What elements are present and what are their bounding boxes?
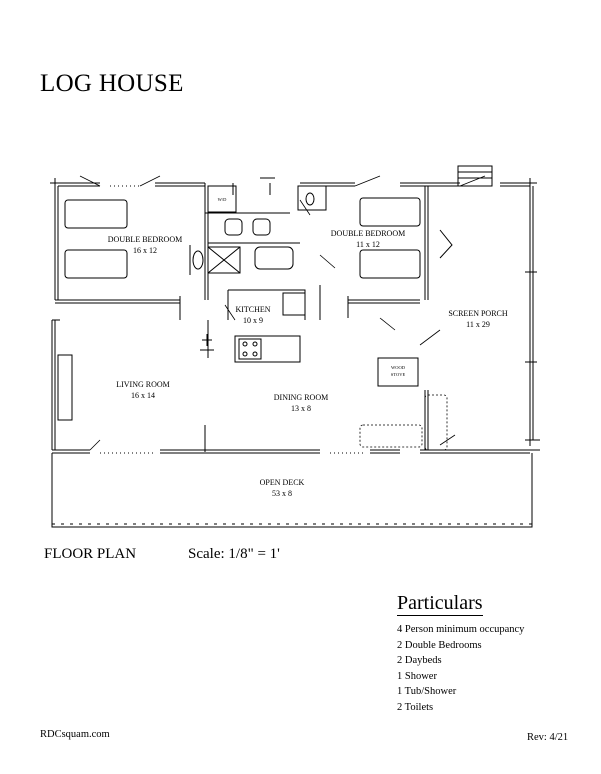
- bathroom-core: [189, 177, 327, 300]
- room-size-open-deck: 53 x 8: [272, 489, 292, 498]
- log-corner-marks: [50, 178, 537, 446]
- website-link[interactable]: RDCsquam.com: [40, 729, 110, 740]
- list-item: 4 Person minimum occupancy: [397, 624, 525, 635]
- list-item: 2 Daybeds: [397, 655, 442, 666]
- porch-daybeds: [359, 394, 448, 451]
- room-name-dining-room: DINING ROOM: [274, 393, 328, 402]
- list-item: 1 Shower: [397, 670, 437, 682]
- beds: [64, 197, 421, 279]
- room-name-double-bedroom-left: DOUBLE BEDROOM: [108, 235, 182, 244]
- room-name-open-deck: OPEN DECK: [260, 478, 305, 487]
- room-size-screen-porch: 11 x 29: [466, 320, 490, 329]
- room-size-kitchen: 10 x 9: [243, 316, 263, 325]
- door-swings: [79, 175, 486, 451]
- wood-stove: [377, 357, 419, 387]
- room-name-kitchen: KITCHEN: [235, 305, 270, 314]
- daybed: [57, 354, 73, 421]
- scale-label: Scale: 1/8" = 1': [188, 546, 280, 562]
- list-item: 2 Toilets: [397, 701, 434, 713]
- room-name-screen-porch: SCREEN PORCH: [448, 309, 508, 318]
- list-item: 2 Double Bedrooms: [397, 639, 482, 651]
- room-size-double-bedroom-right: 11 x 12: [356, 240, 380, 249]
- room-size-living-room: 16 x 14: [131, 391, 155, 400]
- wood-stove-label-line1: WOOD: [391, 365, 406, 370]
- room-size-dining-room: 13 x 8: [291, 404, 311, 413]
- room-name-double-bedroom-right: DOUBLE BEDROOM: [331, 229, 405, 238]
- page-title: LOG HOUSE: [40, 70, 184, 97]
- washer-dryer-label: W/D: [218, 197, 227, 202]
- wood-stove-label-line2: STOVE: [391, 372, 406, 377]
- list-item: 1 Tub/Shower: [397, 686, 457, 697]
- particulars-list: 4 Person minimum occupancy 2 Double Bedr…: [397, 622, 587, 715]
- revision-label: Rev: 4/21: [527, 732, 569, 743]
- particulars-section: Particulars 4 Person minimum occupancy 2…: [397, 592, 587, 715]
- open-deck-outline: [51, 439, 540, 528]
- interior-walls: [204, 186, 453, 452]
- room-name-living-room: LIVING ROOM: [116, 380, 170, 389]
- kitchen-walls: [207, 289, 306, 363]
- window-lines: [100, 185, 534, 454]
- room-size-double-bedroom-left: 16 x 12: [133, 246, 157, 255]
- floor-plan-label: FLOOR PLAN: [44, 546, 137, 562]
- particulars-title: Particulars: [397, 592, 483, 616]
- porch-steps: [457, 165, 493, 187]
